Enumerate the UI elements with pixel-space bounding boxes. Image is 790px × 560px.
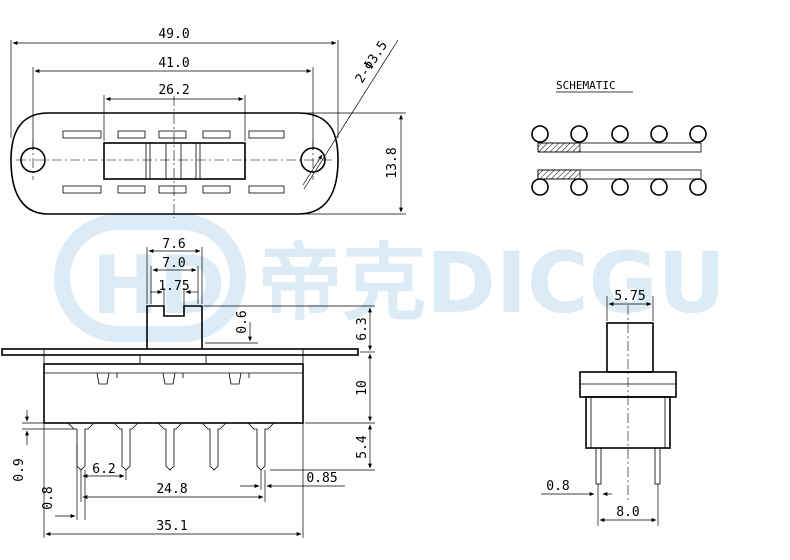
actuator-window: [103, 142, 246, 180]
dim-overall-length: 49.0: [158, 27, 189, 42]
body-notches: [96, 372, 250, 385]
side-view: 5.75 0.8 8.0: [541, 289, 677, 526]
front-view: 7.6 7.0 1.75 0.6 6.3 10 5.4 6.2: [1, 237, 375, 538]
dim-actuator-width-outer: 7.6: [162, 237, 185, 252]
dim-pin-length: 5.4: [355, 435, 370, 459]
terminal-icon: [650, 178, 668, 196]
schematic: SCHEMATIC: [531, 79, 707, 196]
terminal-icon: [531, 125, 549, 143]
side-pin-left: [595, 447, 602, 485]
watermark-logo-text: HD: [92, 239, 225, 332]
watermark-text: 帝克DICGU: [258, 234, 726, 332]
watermark: HD 帝克DICGU: [54, 214, 726, 342]
dim-pin-pitch: 6.2: [92, 462, 115, 477]
dim-actuator-step: 0.6: [235, 310, 250, 333]
terminal-icon: [611, 125, 629, 143]
dim-side-pin-width: 0.8: [546, 479, 569, 494]
dim-pin-thickness: 0.85: [306, 471, 337, 486]
dim-mount-spacing: 41.0: [158, 56, 189, 71]
dim-pin-width: 0.8: [41, 486, 56, 509]
dim-actuator-width-inner: 7.0: [162, 256, 185, 271]
dim-side-pin-spacing: 8.0: [616, 505, 639, 520]
side-pin-right: [654, 447, 661, 485]
dim-actuator-height: 6.3: [355, 317, 370, 340]
dim-pin-span: 24.8: [156, 482, 187, 497]
dim-slot-span: 26.2: [158, 83, 189, 98]
schematic-label: SCHEMATIC: [556, 79, 616, 92]
dim-height: 13.8: [385, 147, 400, 178]
slots-bottom: [62, 185, 285, 194]
terminal-icon: [650, 125, 668, 143]
slots-top: [62, 130, 285, 139]
terminal-icon: [531, 178, 549, 196]
terminal-icon: [689, 125, 707, 143]
terminal-icon: [611, 178, 629, 196]
dim-body-height: 10: [355, 380, 370, 396]
top-view: 49.0 41.0 26.2 13.8 2-Φ3.5: [10, 27, 406, 218]
dim-body-length: 35.1: [156, 519, 187, 534]
terminal-icon: [570, 125, 588, 143]
dim-pin-offset: 0.9: [12, 458, 27, 481]
terminal-icon: [689, 178, 707, 196]
dim-actuator-slot: 1.75: [158, 279, 189, 294]
dim-hole-diameter: 2-Φ3.5: [353, 39, 391, 87]
watermark-logo-icon: HD: [54, 214, 246, 342]
dim-side-actuator-width: 5.75: [614, 289, 645, 304]
terminal-icon: [570, 178, 588, 196]
